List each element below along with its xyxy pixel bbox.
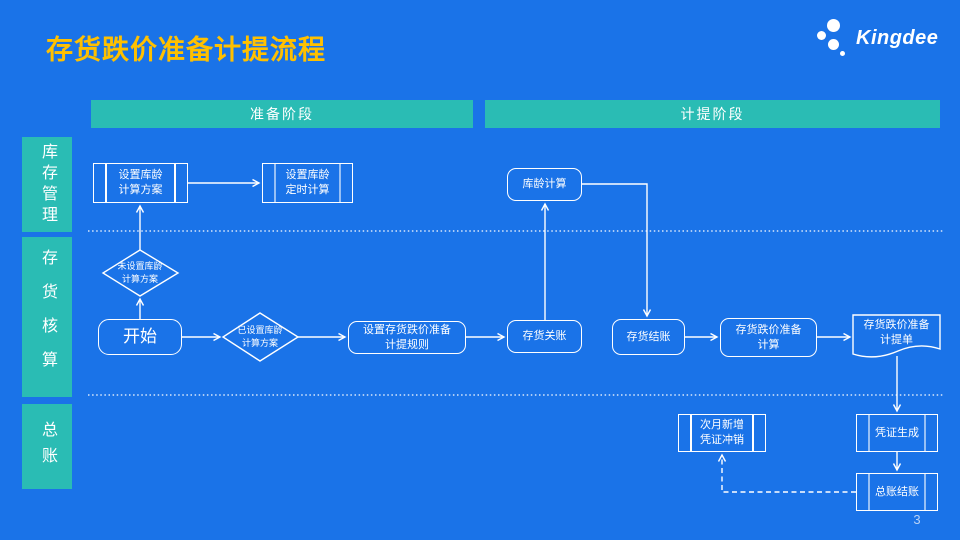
document-label-provision-doc: 存货跌价准备 计提单 bbox=[863, 319, 930, 346]
subprocess-bar-icon bbox=[924, 474, 926, 510]
subprocess-bar-icon bbox=[174, 164, 176, 202]
connector-aging-calc-to-inventory-settle bbox=[582, 183, 652, 318]
lane-label-inventory-management: 库存管理 bbox=[22, 137, 72, 232]
node-set-provision-rule: 设置存货跌价准备 计提规则 bbox=[348, 321, 466, 354]
decision-shape-no-aging-plan bbox=[101, 249, 180, 297]
subprocess-bar-icon bbox=[868, 415, 870, 451]
lane-label-inventory-accounting: 存货核算 bbox=[22, 237, 72, 397]
subprocess-bar-icon bbox=[339, 164, 341, 202]
page-title: 存货跌价准备计提流程 bbox=[46, 35, 326, 65]
node-set-aging-schedule: 设置库龄 定时计算 bbox=[262, 163, 353, 203]
logo-dot-icon bbox=[817, 31, 826, 40]
node-aging-calc: 库龄计算 bbox=[507, 168, 582, 201]
node-label: 设置库龄 计算方案 bbox=[118, 169, 163, 196]
node-set-aging-plan: 设置库龄 计算方案 bbox=[93, 163, 188, 203]
subprocess-bar-icon bbox=[274, 164, 276, 202]
connector-gl-close-to-next-month-reverse bbox=[717, 453, 856, 493]
node-gl-close: 总账结账 bbox=[856, 473, 938, 511]
phase-header-preparation: 准备阶段 bbox=[91, 100, 473, 128]
subprocess-bar-icon bbox=[868, 474, 870, 510]
decision-shape-has-aging-plan bbox=[221, 312, 300, 362]
node-voucher-generate: 凭证生成 bbox=[856, 414, 938, 452]
page-number: 3 bbox=[913, 512, 921, 527]
node-label: 总账结账 bbox=[875, 485, 919, 498]
document-shape-provision-doc bbox=[852, 314, 941, 358]
decision-label-no-aging-plan: 未设置库龄 计算方案 bbox=[117, 261, 163, 284]
logo-dot-icon bbox=[840, 51, 845, 56]
node-next-month-reverse: 次月新增 凭证冲销 bbox=[678, 414, 766, 452]
decision-label-has-aging-plan: 已设置库龄 计算方案 bbox=[237, 325, 283, 348]
logo-wordmark: Kingdee bbox=[856, 27, 939, 49]
subprocess-bar-icon bbox=[690, 415, 692, 451]
node-inventory-settle: 存货结账 bbox=[612, 319, 685, 355]
lane-label-general-ledger: 总账 bbox=[22, 404, 72, 489]
subprocess-bar-icon bbox=[752, 415, 754, 451]
phase-header-provision: 计提阶段 bbox=[485, 100, 940, 128]
logo-dot-icon bbox=[827, 19, 840, 32]
node-label: 次月新增 凭证冲销 bbox=[700, 419, 744, 446]
node-start: 开始 bbox=[98, 319, 182, 355]
kingdee-logo: Kingdee bbox=[814, 16, 946, 62]
node-label: 设置库龄 定时计算 bbox=[285, 169, 330, 196]
logo-dot-icon bbox=[828, 39, 839, 50]
node-inventory-close: 存货关账 bbox=[507, 320, 582, 353]
subprocess-bar-icon bbox=[105, 164, 107, 202]
node-provision-calc: 存货跌价准备 计算 bbox=[720, 318, 817, 357]
subprocess-bar-icon bbox=[924, 415, 926, 451]
node-label: 凭证生成 bbox=[875, 426, 919, 439]
